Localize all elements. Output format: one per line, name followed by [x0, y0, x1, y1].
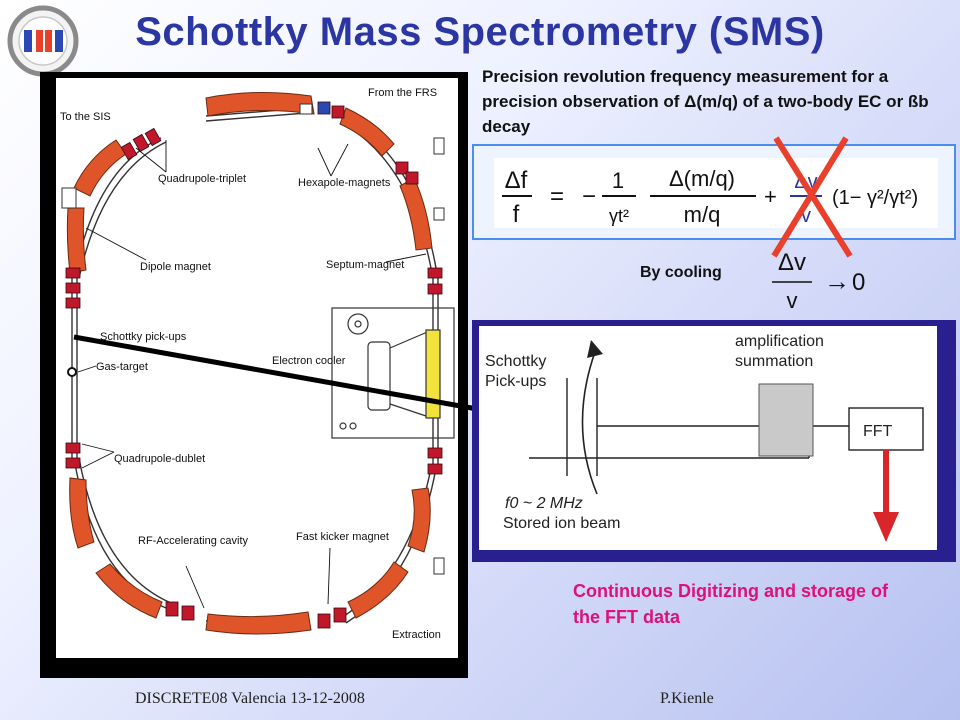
description-text: Precision revolution frequency measureme…: [482, 67, 929, 136]
label-frequency: f0 ~ 2 MHz: [505, 495, 583, 512]
formula-v-den: v: [801, 205, 811, 227]
label-hexapole: Hexapole-magnets: [298, 177, 391, 189]
slide-title: Schottky Mass Spectrometry (SMS): [135, 10, 825, 54]
fft-label: FFT: [863, 423, 893, 440]
cooling-num: Δv: [778, 249, 806, 276]
label-schottky: Schottky pick-ups: [100, 331, 187, 343]
label-electron-cooler: Electron cooler: [272, 355, 346, 367]
electron-cooler-drawing: [331, 307, 455, 439]
label-dipole: Dipole magnet: [140, 261, 211, 273]
label-quad-triplet: Quadrupole-triplet: [158, 173, 246, 185]
formula-paren: (1− γ²/γt²): [832, 187, 918, 209]
label-kicker: Fast kicker magnet: [296, 531, 389, 543]
label-to-sis: To the SIS: [60, 111, 111, 123]
fft-output-arrow: [873, 512, 899, 542]
formula-coef-num: 1: [612, 168, 624, 193]
frequency-formula: Δf f = − 1 γt² Δ(m/q) m/q + Δv v (1− γ²/…: [502, 166, 918, 228]
fft-block: [848, 407, 924, 451]
footer-conference: DISCRETE08 Valencia 13-12-2008: [135, 690, 365, 707]
cooling-label: By cooling: [640, 264, 722, 281]
label-extraction: Extraction: [392, 629, 441, 641]
fft-note: Continuous Digitizing and storage of the…: [573, 581, 888, 627]
cooling-arrow: →: [824, 266, 850, 296]
formula-lhs-den: f: [513, 201, 520, 228]
gas-target-icon: [67, 367, 77, 377]
formula-lhs-num: Δf: [505, 167, 528, 194]
label-pickups-line2: Pick-ups: [485, 373, 546, 390]
formula-minus: −: [582, 183, 596, 210]
label-pointers: [77, 140, 427, 609]
label-rf-cavity: RF-Accelerating cavity: [138, 535, 249, 547]
label-amp-line1: amplification: [735, 333, 824, 350]
label-amp-line2: summation: [735, 353, 813, 370]
label-stored-beam: Stored ion beam: [503, 515, 620, 532]
storage-ring-diagram: To the SIS From the FRS Quadrupole-tripl…: [56, 78, 458, 658]
formula-equals: =: [550, 183, 564, 210]
cooling-den: v: [787, 288, 798, 313]
quadrupole-magnets: [65, 101, 443, 629]
footer-author: P.Kienle: [660, 690, 714, 707]
label-pickups-line1: Schottky: [485, 353, 546, 370]
label-gas-target: Gas-target: [96, 361, 148, 373]
schottky-detector-diagram: Schottky Pick-ups amplification summatio…: [479, 326, 937, 550]
label-septum: Septum-magnet: [326, 259, 404, 271]
label-from-frs: From the FRS: [368, 87, 437, 99]
beam-direction-arrow: [587, 340, 603, 358]
formula-term-num: Δ(m/q): [669, 166, 735, 191]
sms-logo: [7, 5, 79, 77]
cooling-target: 0: [852, 269, 865, 296]
formula-plus: +: [764, 184, 777, 209]
detector-wiring: [529, 351, 849, 495]
formula-coef-den: γt²: [609, 206, 629, 226]
cross-out-icon: [771, 136, 853, 258]
cooling-formula: Δv v → 0: [772, 249, 865, 313]
label-quad-dublet: Quadrupole-dublet: [114, 453, 205, 465]
amplifier-block: [758, 383, 814, 457]
formula-inner: [494, 158, 938, 228]
formula-term-den: m/q: [684, 202, 721, 227]
beamline-elements: [61, 103, 445, 575]
dipole-magnets: [66, 91, 433, 635]
